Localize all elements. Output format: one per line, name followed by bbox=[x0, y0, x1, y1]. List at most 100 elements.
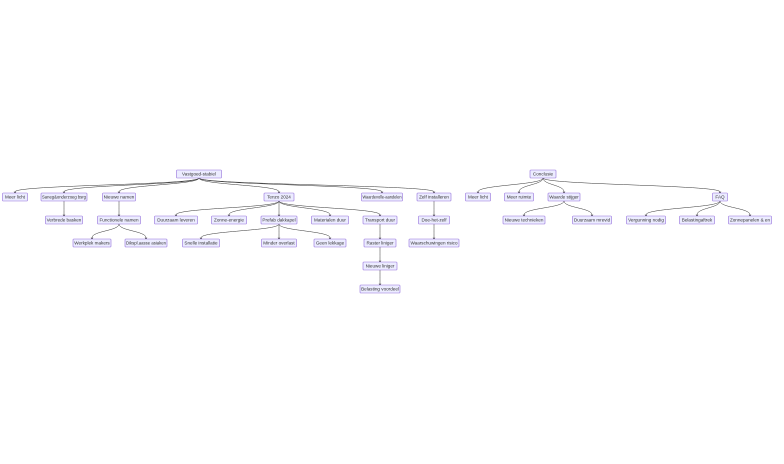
node-box bbox=[362, 261, 398, 271]
edge-n_prefab-to-n_snelle bbox=[200, 223, 280, 239]
edge-n_vastgoed-to-n_waardevolle bbox=[198, 177, 383, 193]
node-belastingaftrek: Belastingaftrek bbox=[679, 215, 715, 225]
node-box bbox=[728, 215, 772, 225]
node-box bbox=[211, 215, 247, 225]
edge-n_prefab-to-n_geen_lekkage bbox=[278, 223, 331, 239]
arrowhead-icon bbox=[378, 237, 382, 240]
node-minder: Minder overlast bbox=[261, 238, 297, 248]
arrowhead-icon bbox=[62, 214, 66, 217]
edge-n_tenzo-to-n_transport bbox=[278, 200, 381, 216]
node-box bbox=[102, 192, 136, 202]
edge-n_tenzo-to-n_materialen bbox=[278, 200, 331, 216]
node-label: Zelf installeren bbox=[419, 195, 449, 200]
node-label: Vergunning nodig bbox=[628, 218, 664, 223]
node-doe-het-zelf: Doe-het-zelf bbox=[418, 215, 450, 225]
node-label: Meer licht bbox=[468, 195, 489, 200]
arrowhead-icon bbox=[378, 283, 382, 286]
node-label: Meer licht bbox=[5, 195, 26, 200]
node-label: Belastingaftrek bbox=[682, 218, 713, 223]
edge-n_conclusie-to-n_meer_ruimte bbox=[518, 177, 544, 192]
node-zelf-installeren: Zelf installeren bbox=[416, 192, 452, 202]
node-zonnepanelen: Zonnepanelen & en bbox=[728, 215, 772, 225]
edge-n_vastgoed-to-n_tenzo bbox=[198, 177, 280, 193]
node-geen-lekkage: Geen lekkage bbox=[313, 238, 347, 248]
node-functionele: Functionele namen bbox=[97, 215, 141, 225]
node-meer-licht-2: Meer licht bbox=[465, 192, 491, 202]
node-box bbox=[363, 238, 397, 248]
arrowhead-icon bbox=[718, 191, 722, 194]
node-duurzaam-mrevid: Duurzaam mrevid bbox=[572, 215, 612, 225]
node-label: Nieuwe technieken bbox=[505, 218, 544, 223]
node-label: Waarschuwingen risico bbox=[410, 241, 458, 246]
node-label: Duurzaam mrevid bbox=[574, 218, 611, 223]
node-box bbox=[359, 284, 401, 294]
node-raster: Raster liniger bbox=[363, 238, 397, 248]
edge-n_faq-to-n_belastingaftrek bbox=[696, 200, 721, 215]
node-label: FAQ bbox=[715, 195, 725, 200]
edge-n_vastgoed-to-n_meer_licht_1 bbox=[14, 177, 200, 193]
node-vergunning: Vergunning nodig bbox=[626, 215, 666, 225]
edge-n_tenzo-to-n_duurzaam bbox=[175, 200, 280, 216]
node-werkplek: Werkplek makers bbox=[72, 238, 112, 248]
arrowhead-icon bbox=[378, 260, 382, 263]
node-box bbox=[2, 192, 28, 202]
edge-n_vastgoed-to-n_nieuwe_namen bbox=[118, 177, 200, 193]
node-label: Dikspl.aasse asiaken bbox=[126, 241, 166, 246]
node-waardevolle: Waardevolle-aandelen bbox=[361, 192, 403, 202]
arrowhead-icon bbox=[432, 214, 436, 217]
edge-n_vastgoed-to-n_saneg bbox=[63, 177, 200, 193]
node-box bbox=[263, 192, 295, 202]
node-label: Doe-het-zelf bbox=[421, 218, 447, 223]
node-box bbox=[362, 215, 398, 225]
edge-n_conclusie-to-n_waarde_stijger bbox=[542, 177, 565, 192]
arrowhead-icon bbox=[476, 191, 480, 194]
arrowhead-icon bbox=[62, 191, 66, 194]
node-box bbox=[529, 169, 557, 179]
node-box bbox=[504, 192, 534, 202]
edge-n_faq-to-n_vergunning bbox=[645, 200, 721, 216]
node-box bbox=[182, 238, 220, 248]
arrowhead-icon bbox=[328, 214, 332, 217]
node-tenzo: Tenzo 2024 bbox=[263, 192, 295, 202]
node-box bbox=[154, 215, 198, 225]
node-materialen: Materialen duur bbox=[311, 215, 349, 225]
edge-layer bbox=[13, 177, 752, 286]
arrowhead-icon bbox=[144, 237, 148, 240]
arrowhead-icon bbox=[117, 191, 121, 194]
arrowhead-icon bbox=[380, 191, 384, 194]
arrowhead-icon bbox=[562, 191, 566, 194]
node-label: Geen lekkage bbox=[316, 241, 345, 246]
node-label: Werkplek makers bbox=[74, 241, 110, 246]
edge-n_waarde_stijger-to-n_duurzaam_mrevid bbox=[563, 200, 593, 215]
node-verbrede: Verbrede basken bbox=[45, 215, 83, 225]
node-faq: FAQ bbox=[712, 192, 728, 202]
node-box bbox=[547, 192, 581, 202]
arrowhead-icon bbox=[199, 237, 203, 240]
node-box bbox=[418, 215, 450, 225]
node-box bbox=[124, 238, 168, 248]
node-conclusie: Conclusie bbox=[529, 169, 557, 179]
node-box bbox=[465, 192, 491, 202]
node-box bbox=[313, 238, 347, 248]
arrowhead-icon bbox=[90, 237, 94, 240]
edge-n_vastgoed-to-n_zelf_installeren bbox=[198, 177, 435, 193]
node-label: Verbrede basken bbox=[47, 218, 82, 223]
arrowhead-icon bbox=[432, 191, 436, 194]
node-label: Zonnepanelen & en bbox=[730, 218, 771, 223]
node-box bbox=[260, 215, 298, 225]
node-label: Meer ruimte bbox=[507, 195, 532, 200]
node-box bbox=[712, 192, 728, 202]
node-label: Tenzo 2024 bbox=[267, 195, 291, 200]
node-label: Saneg&onderzoeg bsrg bbox=[42, 195, 86, 200]
node-nieuwe-technieken: Nieuwe technieken bbox=[502, 215, 546, 225]
node-label: Conclusie bbox=[533, 172, 554, 177]
arrowhead-icon bbox=[227, 214, 231, 217]
arrowhead-icon bbox=[748, 214, 752, 217]
node-saneg: Saneg&onderzoeg bsrg bbox=[40, 192, 88, 202]
node-box bbox=[176, 169, 222, 179]
node-label: Nieuwe liniger bbox=[366, 264, 395, 269]
node-waarde-stijger: Waarde stijger bbox=[547, 192, 581, 202]
node-label: Duurzaam leveren bbox=[157, 218, 195, 223]
node-box bbox=[311, 215, 349, 225]
